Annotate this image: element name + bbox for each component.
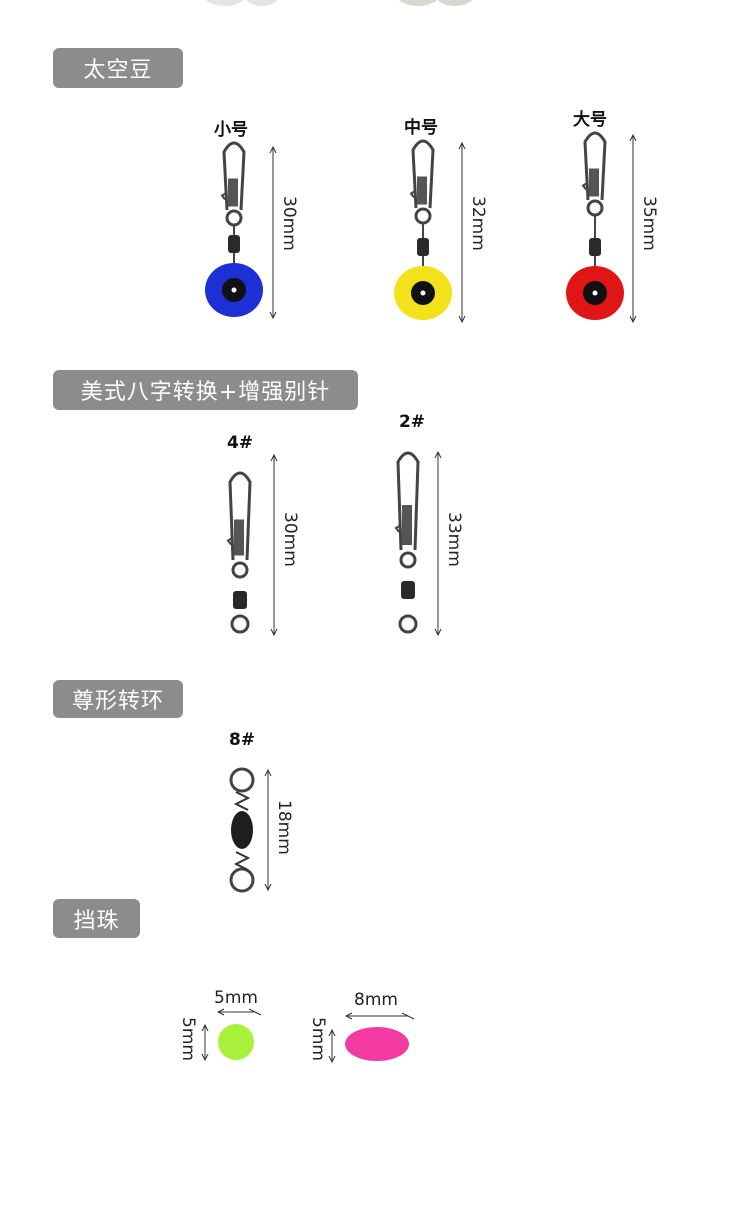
size-label-medium: 中号 [404,118,438,138]
space-bean-2-snap-lock [589,168,599,197]
length-label-4: 30mm [280,512,300,567]
space-bean-barrel-0 [228,235,240,253]
barrel-dimension-line-arrow-bottom [264,883,272,892]
bead-round-height-line-arrow-top [201,1023,209,1032]
dimension-line-0-arrow-bottom [269,311,277,320]
dimension-line-1-arrow-bottom [458,315,466,324]
length-label-large: 35mm [639,196,659,251]
barrel-swivel-coil [233,791,251,871]
snap-swivel-eye-0 [230,614,250,634]
length-label-8: 18mm [274,800,294,855]
snap-dimension-line-1-arrow-top [434,450,442,459]
partial-bead [437,0,473,6]
bead-oval-width-line-arrow-left [344,1012,353,1020]
space-bean-2-snap-clip [581,181,589,191]
space-bean-1-snap-clip [409,189,417,199]
length-label-medium: 32mm [468,196,488,251]
space-bean-0-snap-clip [220,191,228,201]
barrel-swivel-top-eye [229,767,255,793]
dimension-line-1-arrow-top [458,141,466,150]
snap-swivel-eye-1 [398,614,418,634]
size-label-2: 2# [398,412,426,432]
space-bean-1-snap-lock [417,176,427,205]
size-label-large: 大号 [573,110,607,130]
barrel-swivel-body [231,811,253,849]
snap-swivel-1-snap-clip [394,524,402,533]
snap-swivel-ring-0 [231,561,249,579]
bead-oval-height: 5mm [308,1017,328,1061]
space-bean-ring-2 [586,199,604,217]
section-tag-stopper-bead: 挡珠 [53,899,140,938]
space-bean-center-0 [231,287,237,293]
length-label-2: 33mm [444,512,464,567]
section-tag-snap-swivel: 美式八字转换+增强别针 [53,370,358,410]
barrel-swivel-bottom-eye [229,867,255,893]
snap-dimension-line-1-arrow-bottom [434,628,442,637]
snap-swivel-barrel-1 [401,581,415,599]
bead-oval-height-line-arrow-bottom [328,1055,336,1064]
bead-round-width-line-arrow-left [216,1008,225,1016]
snap-swivel-barrel-0 [233,591,247,609]
space-bean-center-1 [420,290,426,296]
space-bean-0-snap-lock [228,178,238,207]
partial-bead [205,0,245,6]
snap-swivel-0-snap [228,471,252,561]
section-tag-space-bean: 太空豆 [53,48,183,88]
space-bean-2-snap [583,131,607,201]
partial-bead [246,0,278,6]
snap-swivel-1-snap-lock [402,505,412,545]
bead-oval-height-line-arrow-top [328,1028,336,1037]
size-label-8: 8# [228,730,256,750]
space-bean-ring-0 [225,209,243,227]
snap-dimension-line-0-arrow-bottom [270,628,278,637]
bead-round-width: 5mm [214,988,258,1008]
snap-swivel-ring-1 [399,551,417,569]
size-label-small: 小号 [214,120,248,140]
snap-swivel-1-snap [396,451,420,551]
space-bean-center-2 [592,290,598,296]
bead-round-width-line-arrow-right [248,1008,262,1016]
space-bean-1-snap [411,139,435,209]
snap-swivel-0-snap-clip [226,536,234,546]
partial-bead [398,0,438,6]
bead-round [218,1024,254,1060]
dimension-line-2-arrow-top [629,133,637,142]
size-label-4: 4# [226,433,254,453]
space-bean-barrel-1 [417,238,429,256]
bead-round-height: 5mm [178,1017,198,1061]
snap-swivel-0-snap-lock [234,519,244,556]
section-tag-barrel-swivel: 尊形转环 [53,680,183,718]
bead-round-height-line-arrow-bottom [201,1053,209,1062]
space-bean-ring-1 [414,207,432,225]
space-bean-barrel-2 [589,238,601,256]
dimension-line-0-arrow-top [269,145,277,154]
length-label-small: 30mm [279,196,299,251]
bead-oval-width: 8mm [354,990,398,1010]
bead-oval [345,1027,409,1061]
space-bean-0-snap [222,141,246,211]
snap-dimension-line-0-arrow-top [270,453,278,462]
bead-oval-width-line-arrow-right [401,1012,415,1020]
barrel-dimension-line-arrow-top [264,768,272,777]
dimension-line-2-arrow-bottom [629,315,637,324]
